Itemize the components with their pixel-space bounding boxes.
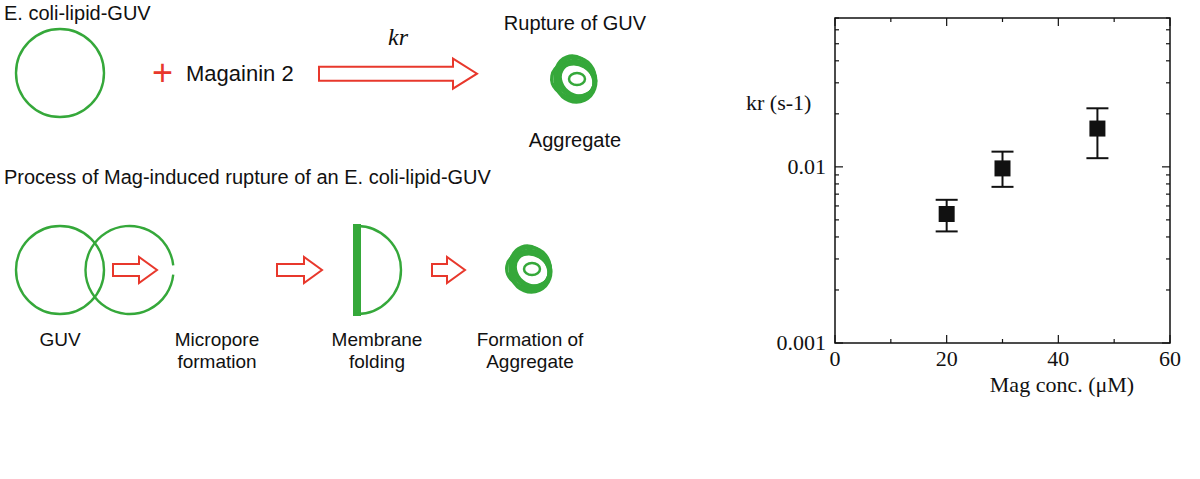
- folded-membrane: [353, 224, 361, 316]
- axis-ticks: [835, 18, 1170, 343]
- y-tick-label: 0.001: [777, 330, 827, 356]
- process-arrow: [113, 257, 157, 283]
- half-vesicle: [357, 226, 401, 314]
- x-tick-label: 40: [1047, 346, 1069, 372]
- stage-picture: [10, 25, 110, 121]
- stage-caption: Aggregate: [529, 129, 621, 152]
- pore-vesicle: [85, 226, 173, 314]
- stage-caption: GUV: [39, 329, 80, 351]
- stage-heading: E. coli-lipid-GUV: [4, 2, 151, 25]
- stage-picture: [327, 215, 427, 325]
- stage-figure: Rupture of GUV Aggregate: [480, 12, 670, 152]
- stage-picture: [167, 215, 267, 325]
- process-arrow: [432, 257, 465, 283]
- stage-figure: Formation of Aggregate: [468, 215, 592, 373]
- rate-constant-label: kr: [388, 24, 408, 51]
- process-title: Process of Mag-induced rupture of an E. …: [4, 166, 491, 189]
- plus-sign: +: [152, 52, 173, 94]
- lipid-aggregate: [549, 50, 603, 108]
- process-arrow: [319, 59, 477, 89]
- stage-figure: GUV: [10, 215, 110, 351]
- data-points: [936, 108, 1109, 231]
- y-tick-label: 0.01: [788, 154, 827, 180]
- x-tick-label: 0: [830, 346, 841, 372]
- y-axis-title: kr (s-1): [746, 90, 811, 116]
- plot-area: [835, 18, 1170, 343]
- vesicle-outline: [16, 226, 104, 314]
- lipid-aggregate: [504, 240, 558, 298]
- x-tick-label: 20: [936, 346, 958, 372]
- x-tick-label: 60: [1159, 346, 1181, 372]
- stage-picture: [10, 215, 110, 325]
- stage-heading: Rupture of GUV: [504, 12, 646, 35]
- stage-picture: [480, 215, 580, 325]
- x-axis-title: Mag conc. (μM): [990, 372, 1134, 398]
- stage-figure: Micropore formation: [160, 215, 274, 373]
- reagent-label: Magainin 2: [186, 61, 316, 86]
- stage-caption: Formation of Aggregate: [468, 329, 592, 373]
- stage-picture: [530, 35, 620, 125]
- stage-figure: Membrane folding: [325, 215, 429, 373]
- plot-frame: [835, 18, 1170, 343]
- stage-caption: Magainin 2: [186, 61, 294, 86]
- process-arrow: [277, 257, 322, 283]
- stage-caption: Membrane folding: [325, 329, 429, 373]
- vesicle-outline: [16, 29, 104, 117]
- stage-caption: Micropore formation: [160, 329, 274, 373]
